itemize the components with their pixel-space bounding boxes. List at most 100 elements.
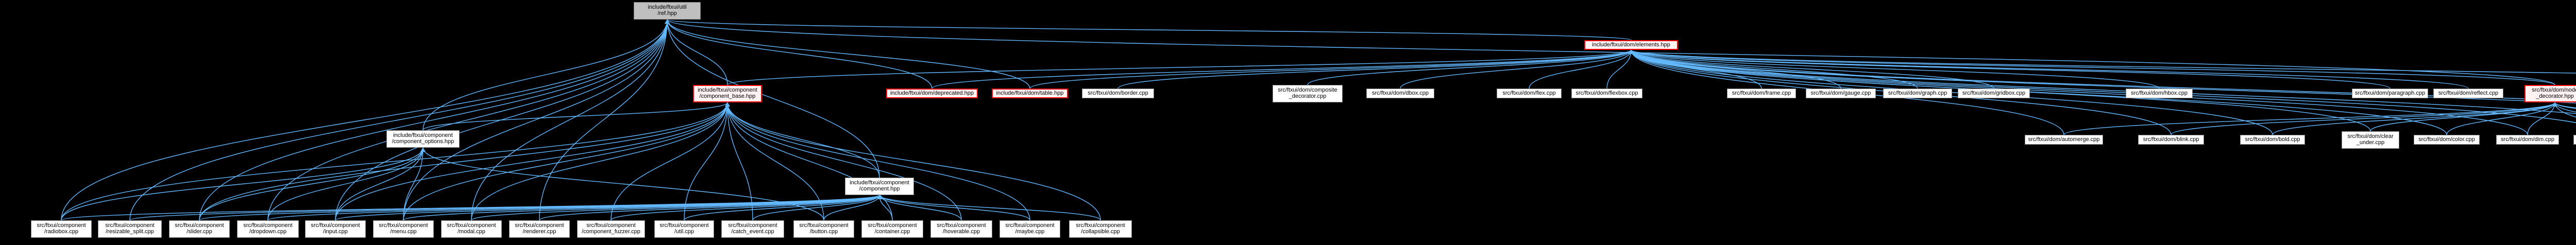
graph-node[interactable]: src/ftxui/dom/flexbox.cpp [1571, 89, 1642, 98]
graph-edge-arrowhead [1629, 50, 1634, 54]
graph-edge [422, 19, 668, 131]
graph-node[interactable]: src/ftxui/dom/reflect.cpp [2433, 89, 2503, 98]
graph-node[interactable]: src/ftxui/component /component_fuzzer.cp… [577, 220, 645, 238]
graph-node[interactable]: src/ftxui/dom/gauge.cpp [1806, 89, 1876, 98]
graph-edge-arrowhead [877, 195, 882, 199]
graph-node[interactable]: src/ftxui/component /container.cpp [861, 220, 923, 238]
graph-edge-arrowhead [1629, 50, 1634, 54]
graph-node[interactable]: src/ftxui/dom/dim.cpp [2496, 135, 2559, 145]
graph-edge-arrowhead [725, 102, 730, 107]
graph-node[interactable]: include/ftxui/dom/table.hpp [992, 89, 1068, 98]
graph-edge [1631, 49, 2160, 89]
graph-node[interactable]: src/ftxui/component /modal.cpp [441, 220, 502, 238]
graph-node[interactable]: src/ftxui/dom/focus.cpp [2573, 135, 2576, 145]
graph-edge-arrowhead [725, 102, 730, 107]
graph-edge [199, 102, 728, 221]
graph-node[interactable]: src/ftxui/dom/border.cpp [1082, 89, 1154, 98]
graph-node[interactable]: src/ftxui/dom/automerge.cpp [2025, 135, 2103, 145]
graph-edge [403, 195, 880, 221]
graph-node[interactable]: src/ftxui/dom/frame.cpp [1727, 89, 1796, 98]
graph-edge-arrowhead [877, 195, 882, 199]
graph-node[interactable]: include/ftxui/component /component.hpp [845, 178, 914, 195]
graph-edge-arrowhead [665, 20, 670, 24]
graph-edge [2554, 102, 2576, 109]
graph-edge-arrowhead [665, 20, 670, 24]
graph-node[interactable]: include/ftxui/dom/deprecated.hpp [886, 89, 978, 98]
graph-edge-arrowhead [1629, 50, 1634, 54]
graph-edge [2370, 102, 2555, 132]
graph-edge-arrowhead [877, 195, 882, 199]
graph-edge [129, 19, 668, 221]
graph-node[interactable]: include/ftxui/dom/elements.hpp [1584, 40, 1678, 50]
graph-node[interactable]: src/ftxui/dom/hbox.cpp [2126, 89, 2193, 98]
graph-node[interactable]: include/ftxui/util /ref.hpp [634, 2, 701, 20]
graph-node[interactable]: src/ftxui/dom/bold.cpp [2240, 135, 2305, 145]
graph-node[interactable]: src/ftxui/dom/node _decorator.hpp [2524, 85, 2576, 102]
graph-edge [2554, 102, 2576, 113]
graph-node[interactable]: src/ftxui/component /dropdown.cpp [237, 220, 299, 238]
graph-node[interactable]: src/ftxui/component /maybe.cpp [999, 220, 1060, 238]
graph-node[interactable]: src/ftxui/component /radiobox.cpp [31, 220, 92, 238]
graph-edge-arrowhead [725, 102, 730, 107]
graph-node[interactable]: src/ftxui/component /resizable_split.cpp [98, 220, 162, 238]
graph-edge [422, 102, 728, 131]
graph-node[interactable]: src/ftxui/component /util.cpp [654, 220, 714, 238]
graph-edge [539, 195, 880, 221]
graph-edge-arrowhead [877, 195, 882, 199]
graph-edge-arrowhead [877, 195, 882, 199]
graph-edge [684, 102, 728, 221]
graph-node[interactable]: src/ftxui/dom/blink.cpp [2138, 135, 2204, 145]
graph-node[interactable]: src/ftxui/dom/flex.cpp [1497, 89, 1562, 98]
graph-edge-arrowhead [725, 102, 730, 107]
graph-edge-arrowhead [725, 102, 730, 107]
graph-node[interactable]: include/ftxui/component /component_optio… [386, 130, 460, 148]
graph-node[interactable]: src/ftxui/component /input.cpp [305, 220, 366, 238]
graph-edge-arrowhead [420, 148, 426, 152]
graph-node[interactable]: src/ftxui/dom/gridbox.cpp [1958, 89, 2030, 98]
graph-node[interactable]: include/ftxui/component /component_base.… [693, 85, 762, 102]
graph-node[interactable]: src/ftxui/component /slider.cpp [169, 220, 230, 238]
graph-edge-arrowhead [1629, 50, 1634, 54]
graph-node[interactable]: src/ftxui/dom/composite _decorator.cpp [1273, 85, 1343, 102]
graph-edge [2446, 102, 2555, 135]
graph-edge [1631, 49, 1762, 89]
graph-edge-arrowhead [725, 102, 730, 107]
graph-edge-arrowhead [665, 20, 670, 24]
graph-node[interactable]: src/ftxui/component /button.cpp [793, 220, 854, 238]
graph-node[interactable]: src/ftxui/component /hoverable.cpp [930, 220, 992, 238]
graph-edge-arrowhead [420, 148, 426, 152]
graph-node[interactable]: src/ftxui/dom/paragraph.cpp [2352, 89, 2428, 98]
graph-edge-arrowhead [665, 20, 670, 24]
graph-edge-arrowhead [2552, 102, 2557, 107]
graph-edge [1307, 49, 1632, 85]
graph-edge [1631, 49, 2469, 89]
graph-edge-arrowhead [1629, 50, 1634, 54]
graph-edge-arrowhead [665, 20, 670, 24]
graph-node[interactable]: src/ftxui/dom/clear _under.cpp [2342, 131, 2399, 149]
graph-edge [199, 19, 668, 221]
graph-edge [2554, 102, 2576, 109]
graph-node[interactable]: src/ftxui/dom/color.cpp [2414, 135, 2480, 145]
graph-node[interactable]: src/ftxui/dom/dbox.cpp [1366, 89, 1434, 98]
graph-node[interactable]: src/ftxui/component /renderer.cpp [509, 220, 570, 238]
graph-edge-arrowhead [665, 20, 670, 24]
graph-edge-arrowhead [1629, 50, 1634, 54]
graph-edge-arrowhead [877, 195, 882, 199]
graph-edge [403, 19, 668, 221]
graph-edge [823, 195, 880, 221]
graph-node[interactable]: src/ftxui/component /menu.cpp [373, 220, 434, 238]
graph-edge [879, 195, 1030, 221]
graph-edge [539, 19, 668, 221]
graph-node[interactable]: src/ftxui/dom/graph.cpp [1883, 89, 1952, 98]
graph-edge [199, 195, 880, 221]
graph-edge-arrowhead [665, 20, 670, 24]
graph-edge-arrowhead [1629, 50, 1634, 54]
graph-edge [335, 195, 880, 221]
graph-node[interactable]: src/ftxui/component /catch_event.cpp [721, 220, 784, 238]
graph-edge-arrowhead [1629, 50, 1634, 54]
graph-node[interactable]: src/ftxui/component /collapsible.cpp [1069, 220, 1132, 238]
graph-edge-arrowhead [420, 148, 426, 152]
graph-edge-arrowhead [420, 148, 426, 152]
graph-edge-arrowhead [665, 20, 670, 24]
